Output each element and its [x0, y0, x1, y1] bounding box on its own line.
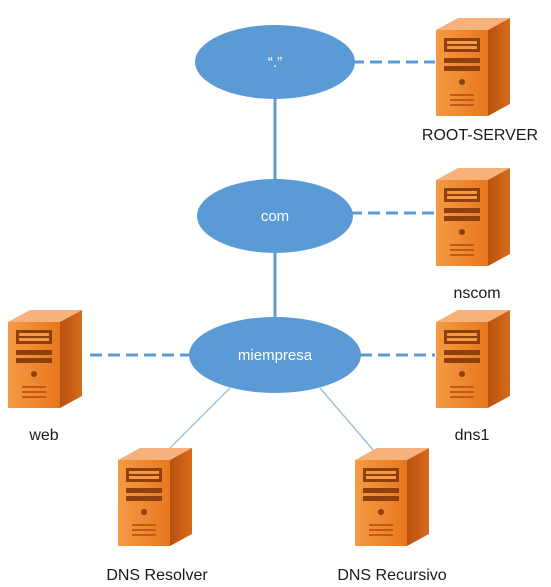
server-dns1-label: dns1	[455, 427, 490, 444]
server-tower-icon	[118, 448, 192, 546]
link-miempresa-dnsresolver	[159, 387, 231, 459]
node-com: com	[197, 179, 353, 253]
node-com-ellipse	[197, 179, 353, 253]
server-nscom: nscom	[436, 168, 510, 302]
server-dns-recursivo: DNS Recursivo	[337, 448, 447, 584]
server-nscom-label: nscom	[453, 285, 500, 302]
server-tower-icon	[436, 310, 510, 408]
node-miempresa-label: miempresa	[238, 347, 313, 364]
server-tower-icon	[436, 168, 510, 266]
server-dns-resolver: DNS Resolver	[106, 448, 208, 584]
node-root-ellipse	[195, 25, 355, 99]
node-root: “.”	[195, 25, 355, 99]
server-root-label: ROOT-SERVER	[422, 127, 538, 144]
server-dns-resolver-label: DNS Resolver	[106, 567, 208, 584]
node-miempresa-ellipse	[189, 317, 361, 393]
node-miempresa: miempresa	[189, 317, 361, 393]
server-root: ROOT-SERVER	[422, 18, 538, 144]
node-root-label: “.”	[268, 54, 282, 71]
server-web-label: web	[28, 427, 58, 444]
server-web: web	[8, 310, 82, 444]
server-tower-icon	[436, 18, 510, 116]
server-tower-icon	[8, 310, 82, 408]
server-dns-recursivo-label: DNS Recursivo	[337, 567, 446, 584]
link-miempresa-dnsrecursivo	[319, 387, 381, 459]
server-dns1: dns1	[436, 310, 510, 444]
connections	[90, 60, 435, 459]
server-tower-icon	[355, 448, 429, 546]
node-com-label: com	[261, 208, 289, 225]
